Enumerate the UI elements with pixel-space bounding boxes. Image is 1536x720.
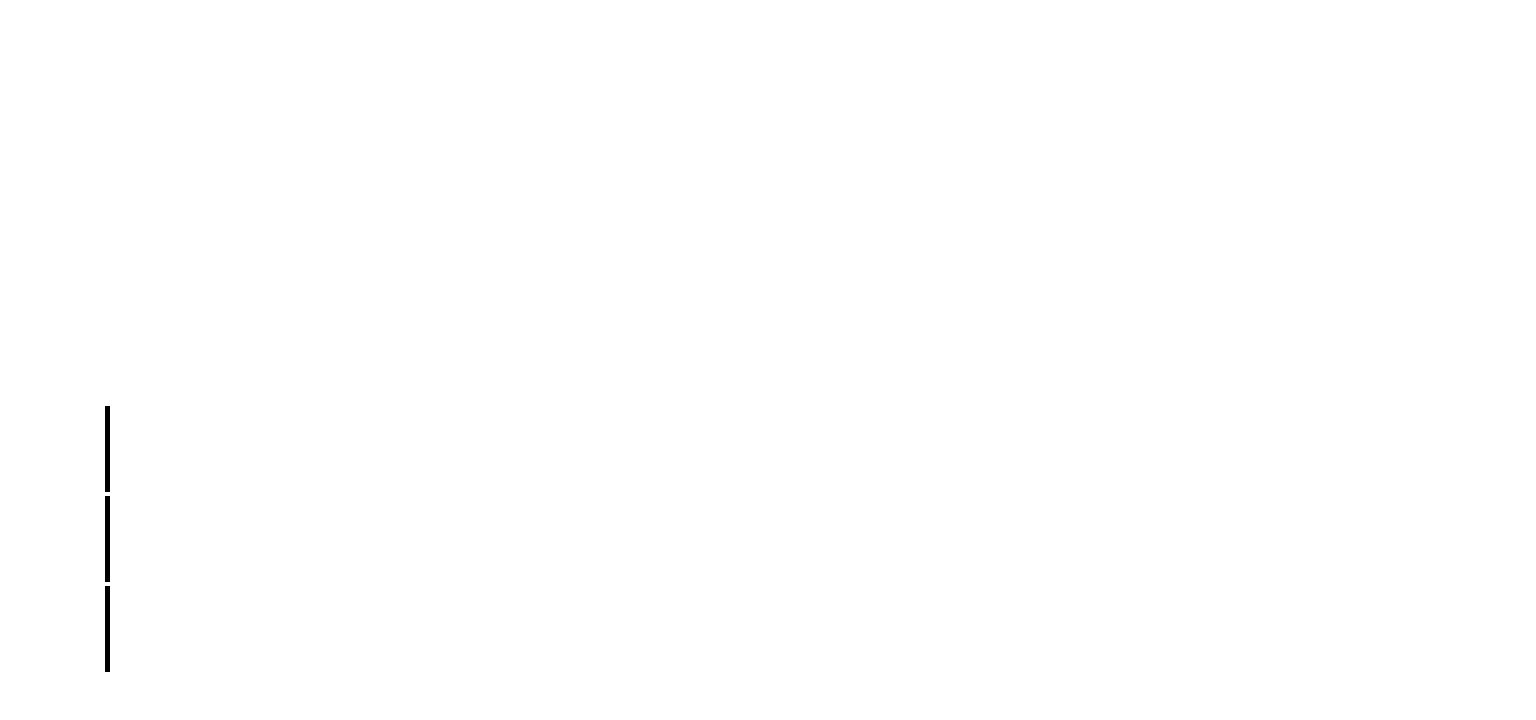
- vertical-bar-segment-3: [105, 586, 110, 672]
- vertical-bar-segment-2: [105, 496, 110, 582]
- vertical-bar-stack: [105, 406, 110, 676]
- vertical-bar-segment-1: [105, 406, 110, 492]
